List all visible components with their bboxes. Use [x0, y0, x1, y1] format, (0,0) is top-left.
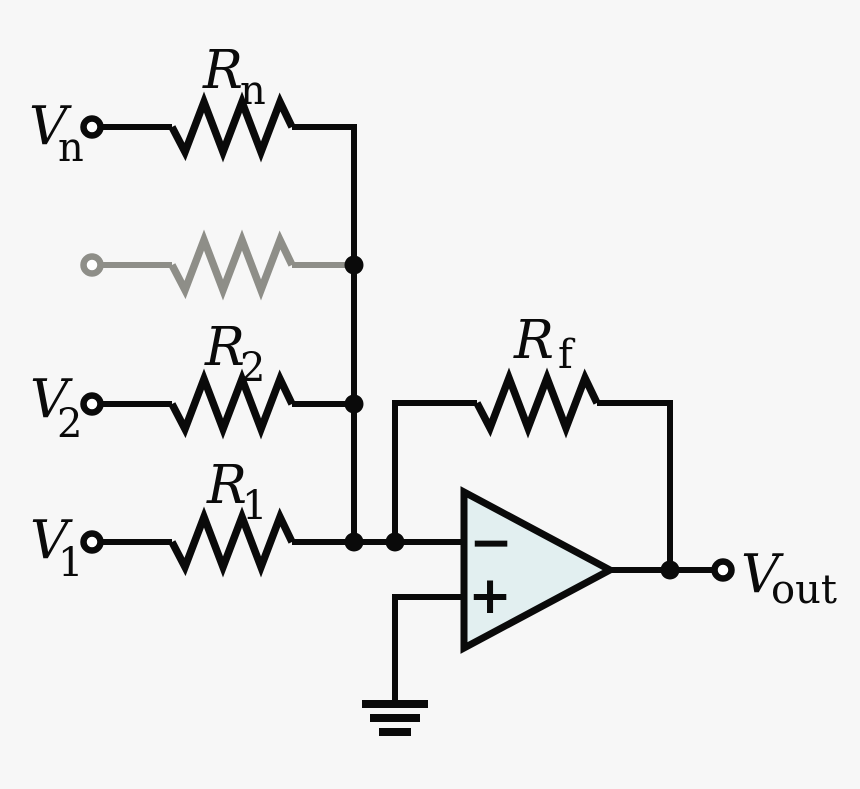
label-rf: R f — [513, 310, 576, 378]
label-vout-base: V — [741, 544, 784, 605]
label-vout: V out — [741, 544, 837, 613]
label-r2-sub: 2 — [240, 345, 265, 391]
junction-dots — [344, 255, 680, 580]
labels: V n R n V 2 R 2 V 1 R 1 R f V out — [29, 40, 837, 613]
terminals — [80, 115, 735, 582]
label-v2: V 2 — [30, 369, 82, 447]
resistor-ellipsis-symbol — [168, 229, 296, 301]
opamp: − + — [460, 486, 618, 654]
label-vn-sub: n — [58, 125, 84, 171]
junction-output — [660, 560, 680, 580]
label-v1: V 1 — [30, 510, 83, 586]
label-vn: V n — [29, 96, 84, 171]
label-vout-sub: out — [771, 567, 837, 613]
ground-symbol — [362, 700, 428, 736]
terminal-ellipsis-input — [80, 253, 104, 277]
label-rn-sub: n — [240, 68, 266, 114]
label-rf-sub: f — [558, 332, 576, 378]
terminal-vout-output — [711, 558, 735, 582]
wire-noninverting-to-ground — [392, 594, 463, 701]
label-r1-base: R — [206, 455, 247, 516]
label-rf-base: R — [513, 310, 554, 371]
label-rn: R n — [202, 40, 266, 114]
label-r2: R 2 — [204, 317, 265, 391]
label-r2-base: R — [204, 317, 245, 378]
resistor-r2-symbol — [168, 368, 296, 440]
junction-ellipsis-bus — [344, 255, 364, 275]
label-r1: R 1 — [206, 455, 267, 529]
terminal-v2-input — [80, 392, 104, 416]
junction-v2-bus — [344, 394, 364, 414]
terminal-vn-input — [80, 115, 104, 139]
ellipsis-input-branch — [80, 229, 351, 301]
resistors — [168, 91, 601, 578]
label-r1-sub: 1 — [242, 483, 267, 529]
wire-feedback-right — [597, 400, 673, 570]
label-v1-base: V — [30, 510, 73, 571]
resistor-rn-symbol — [168, 91, 296, 163]
opamp-triangle — [460, 486, 618, 654]
label-v2-sub: 2 — [57, 401, 82, 447]
label-rn-base: R — [202, 40, 243, 101]
junction-v1-bus — [344, 532, 364, 552]
label-v1-sub: 1 — [58, 540, 83, 586]
resistor-r1-symbol — [168, 506, 296, 578]
terminal-v1-input — [80, 530, 104, 554]
junction-feedback-input — [385, 532, 405, 552]
wire-feedback-left — [392, 400, 477, 542]
inverting-input-symbol: − — [469, 513, 513, 573]
label-vn-base: V — [29, 96, 72, 157]
resistor-rf-symbol — [473, 367, 601, 439]
label-v2-base: V — [30, 369, 73, 430]
noninverting-input-symbol: + — [468, 566, 512, 626]
